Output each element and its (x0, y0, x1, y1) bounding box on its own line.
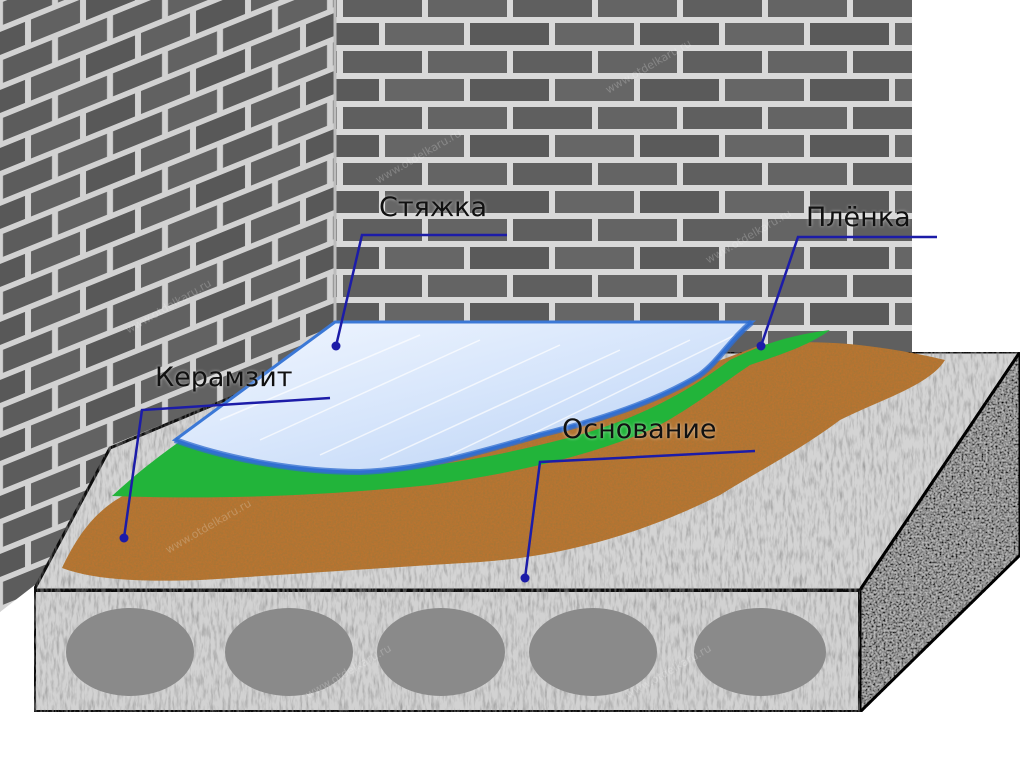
back-brick-wall (335, 0, 912, 352)
base-label: Основание (562, 414, 717, 445)
screed-front-edge (173, 319, 754, 476)
slab-hole (66, 608, 194, 696)
keramzit-leader-dot (119, 533, 129, 543)
screed-streaks (219, 334, 736, 461)
slab-hole (377, 608, 505, 696)
screed-label: Стяжка (379, 192, 487, 223)
screed-leader-dot (331, 341, 341, 351)
keramzit-leader-line (122, 396, 331, 539)
keramzit-label: Керамзит (155, 362, 293, 393)
screed-leader-line (334, 233, 507, 347)
leader-dots (119, 341, 766, 583)
slab-hole (694, 608, 826, 696)
film-label: Плёнка (806, 202, 911, 233)
slab-hollow-cores (66, 608, 826, 696)
film-leader-line (759, 235, 937, 347)
slab-hole (225, 608, 353, 696)
film-layer (112, 330, 830, 498)
slab-hole (529, 608, 657, 696)
leader-lines (122, 233, 937, 579)
base-leader-line (523, 449, 756, 579)
base-leader-dot (520, 573, 530, 583)
left-brick-wall (0, 0, 335, 612)
film-leader-dot (756, 341, 766, 351)
